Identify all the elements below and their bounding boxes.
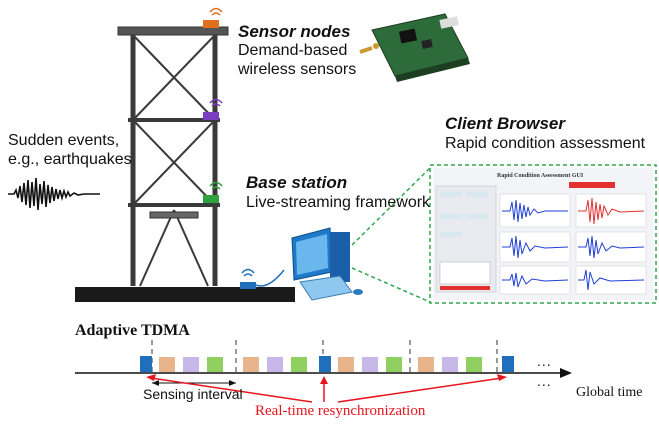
base-station-computer-icon <box>291 227 363 301</box>
slot-sensor-1 <box>338 357 354 372</box>
base-station-title: Base station <box>246 173 348 192</box>
sensor-node-ground <box>240 268 285 289</box>
slot-sensor-3 <box>466 357 482 372</box>
building-frame <box>117 26 229 287</box>
base-station-subtitle: Live-streaming framework <box>246 194 431 211</box>
ellipsis-lower: ... <box>537 373 552 389</box>
adaptive-tdma-heading: Adaptive TDMA <box>75 322 190 339</box>
sensor-node-lower <box>203 181 223 203</box>
global-time-label: Global time <box>576 385 643 400</box>
sensor-node-top <box>203 7 223 28</box>
slot-base-station <box>140 356 152 372</box>
client-browser-label: Client Browser Rapid condition assessmen… <box>445 114 645 154</box>
sensor-node-middle <box>203 98 223 120</box>
slot-sensor-1 <box>159 357 175 372</box>
base-station-label: Base station Live-streaming framework <box>246 173 430 213</box>
sensor-nodes-label: Sensor nodes Demand-based wireless senso… <box>238 22 356 79</box>
sensing-interval-label: Sensing interval <box>143 386 243 402</box>
slot-sensor-3 <box>386 357 402 372</box>
slot-base-station <box>502 356 514 372</box>
slot-sensor-2 <box>362 357 378 372</box>
connector-line-top <box>351 167 431 246</box>
sensor-nodes-line2: wireless sensors <box>238 61 357 78</box>
resync-arrows <box>146 374 507 403</box>
sudden-events-line2: e.g., earthquakes <box>8 151 132 168</box>
client-browser-screenshot <box>429 164 657 304</box>
slot-sensor-1 <box>243 357 259 372</box>
sensor-nodes-line1: Demand-based <box>238 42 348 59</box>
slot-sensor-3 <box>207 357 223 372</box>
slot-sensor-2 <box>442 357 458 372</box>
sudden-events-line1: Sudden events, <box>8 132 120 149</box>
ellipsis-upper: ... <box>537 353 552 369</box>
slot-sensor-3 <box>291 357 307 372</box>
sensor-nodes-title: Sensor nodes <box>238 22 351 41</box>
slot-sensor-1 <box>418 357 434 372</box>
sudden-events-label: Sudden events, e.g., earthquakes <box>8 131 132 169</box>
sensor-board-image <box>359 13 470 82</box>
slot-base-station <box>319 356 331 372</box>
screen-title: Rapid Condition Assessment GUI <box>497 173 584 179</box>
resync-label: Real-time resynchronization <box>255 403 426 419</box>
ground-slab <box>75 287 295 302</box>
client-browser-subtitle: Rapid condition assessment <box>445 135 646 152</box>
slot-sensor-2 <box>183 357 199 372</box>
slot-sensor-2 <box>267 357 283 372</box>
earthquake-waveform-icon <box>8 177 100 211</box>
time-axis-arrowhead <box>560 368 572 378</box>
connector-line-bottom <box>351 267 431 303</box>
tdma-timeline <box>75 340 572 403</box>
client-browser-title: Client Browser <box>445 114 565 133</box>
